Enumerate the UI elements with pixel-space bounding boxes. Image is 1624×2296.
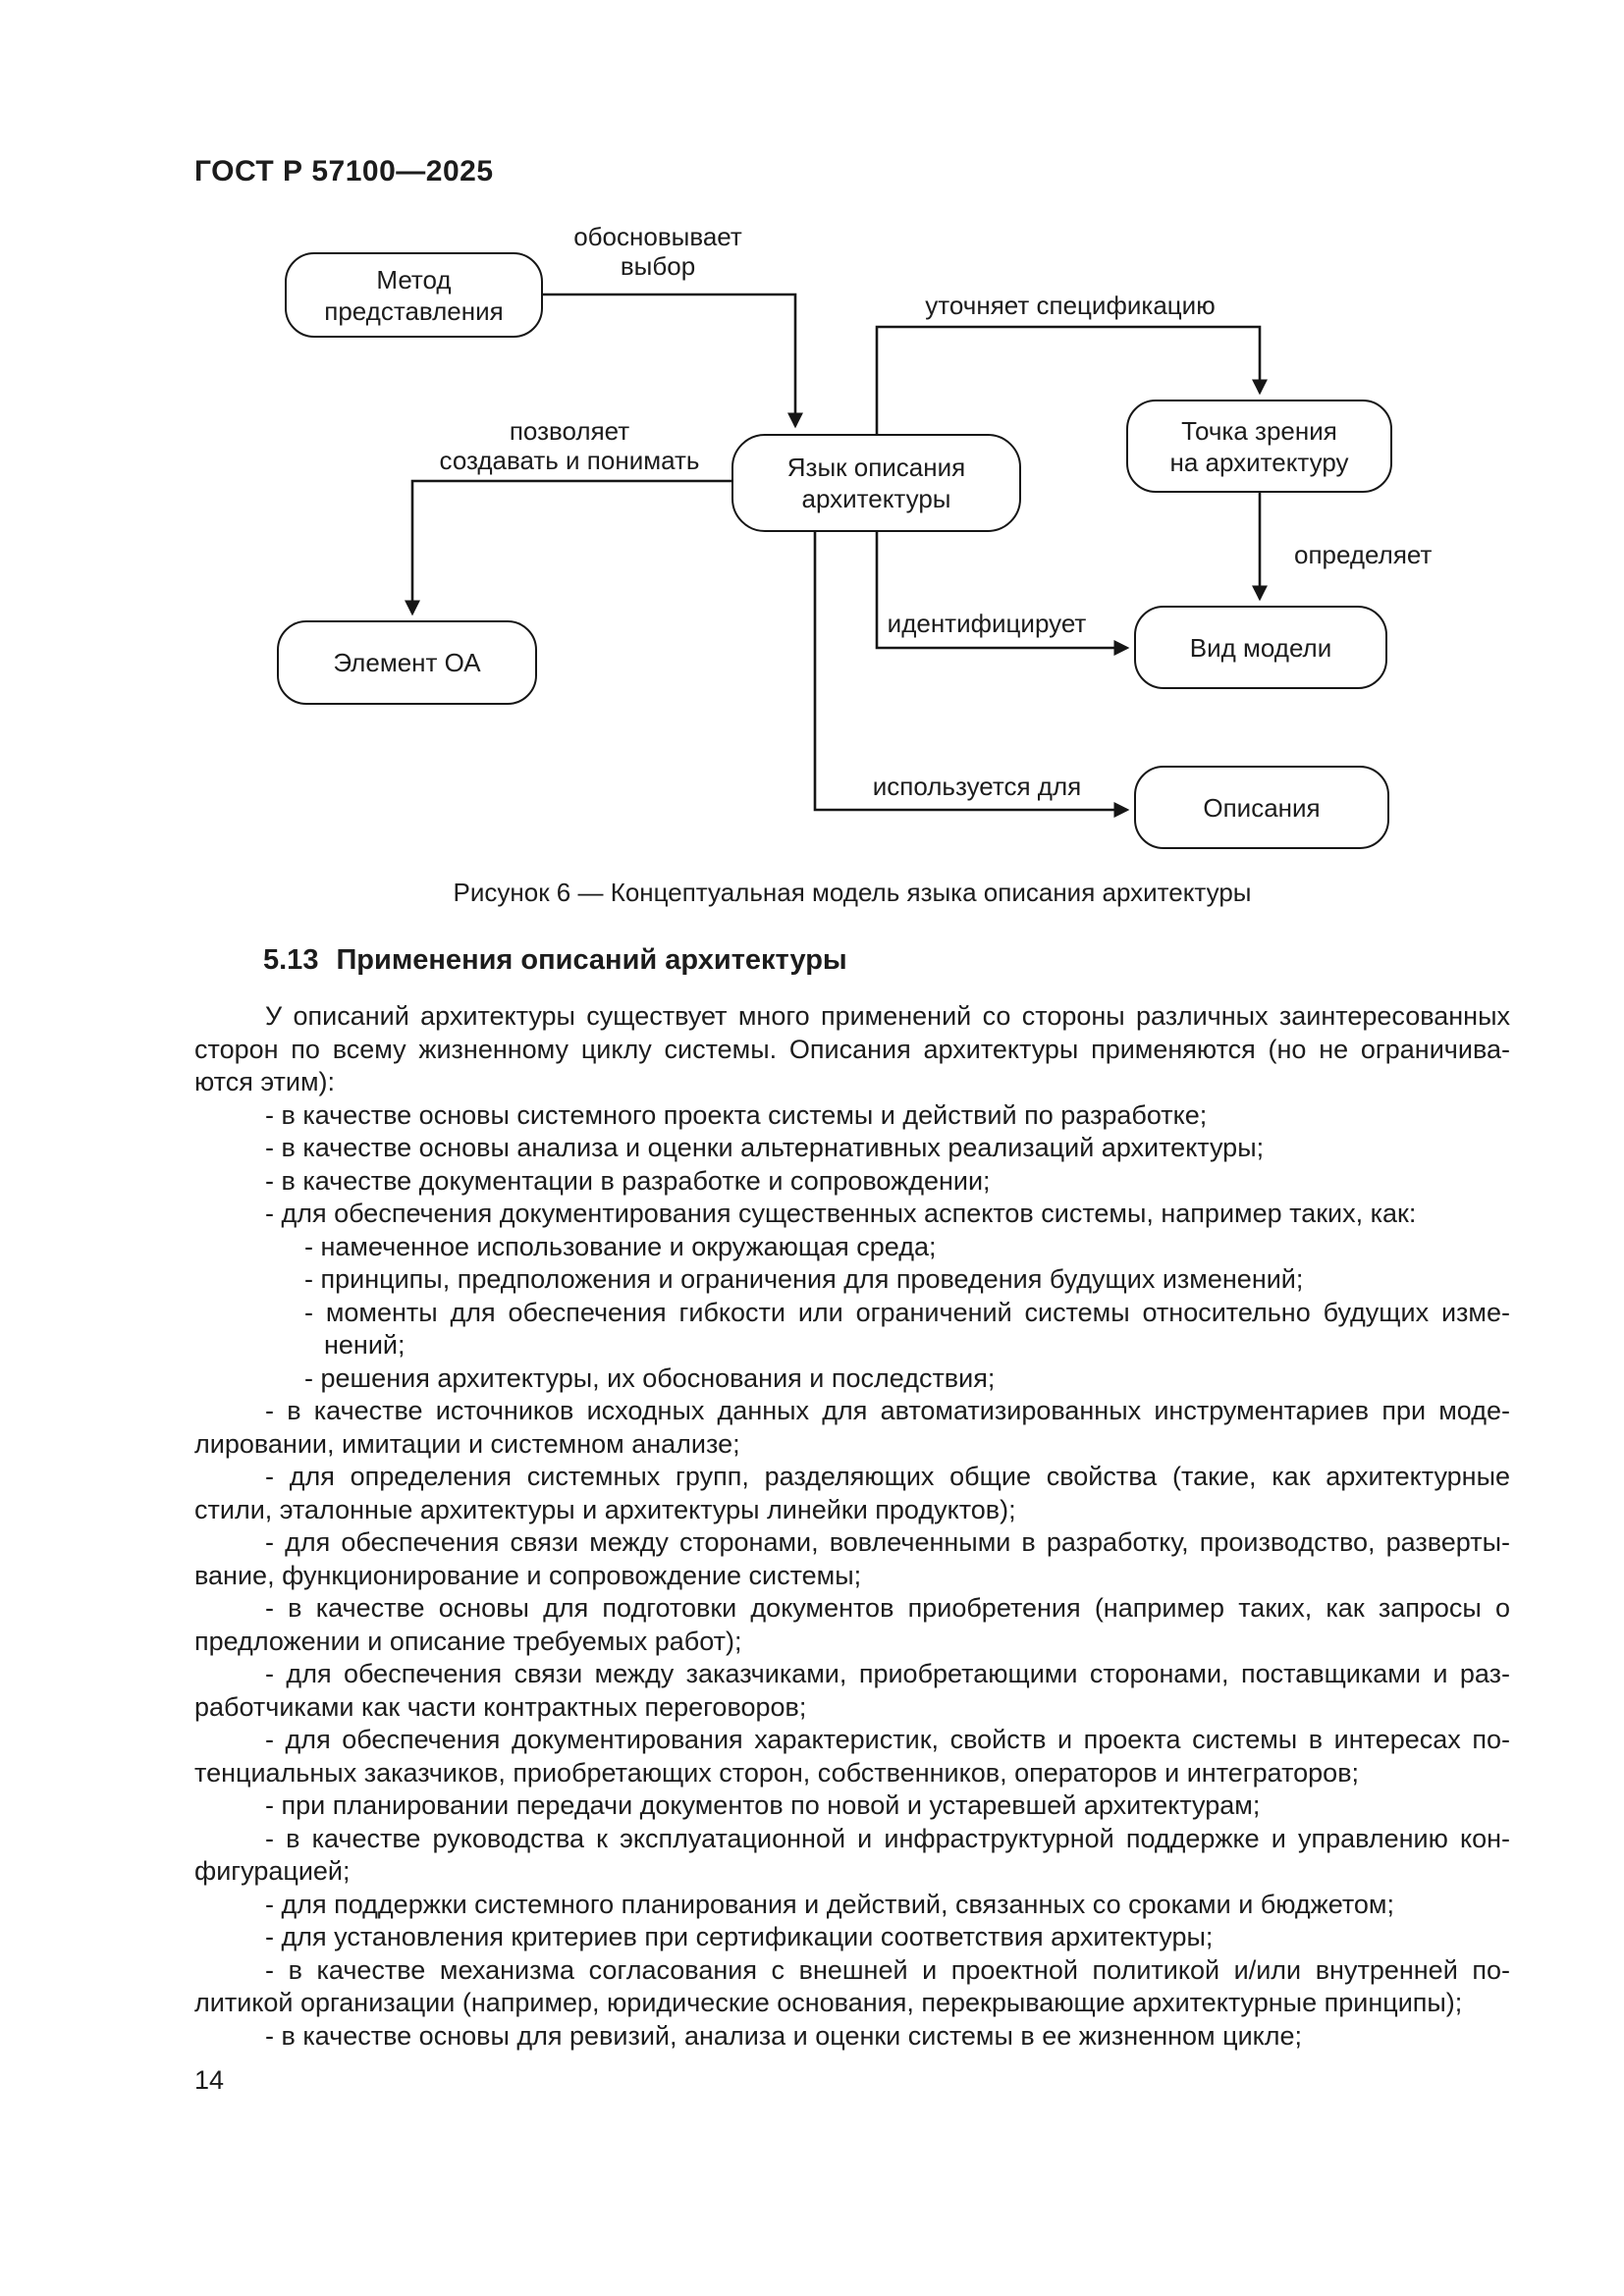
body-line: литикой организации (например, юридическ… xyxy=(194,1988,1463,2017)
body-line: тенциальных заказчиков, приобретающих ст… xyxy=(194,1757,1360,1788)
connector-used-for xyxy=(813,532,1130,819)
diagram-connector-lines xyxy=(404,293,1269,819)
section-number: 5.13 xyxy=(263,944,319,976)
node-representation-method: Метод представления xyxy=(285,252,543,338)
connector-identifies xyxy=(875,532,1130,657)
body-line: вание, функционирование и сопровождение … xyxy=(194,1560,862,1590)
body-line: ются этим): xyxy=(194,1067,336,1096)
body-line: - в качестве механизма согласования с вн… xyxy=(265,1954,1510,1985)
node-label: Точка зрения xyxy=(1181,415,1337,446)
node-label: представления xyxy=(324,295,504,326)
body-line: нений; xyxy=(324,1330,406,1360)
body-line: - принципы, предположения и ограничения … xyxy=(304,1264,1304,1294)
body-line: лировании, имитации и системном анализе; xyxy=(194,1428,740,1459)
node-architecture-description-language: Язык описания архитектуры xyxy=(731,434,1021,532)
body-text: У описаний архитектуры существует много … xyxy=(194,1000,1510,2053)
body-line: стили, эталонные архитектуры и архитекту… xyxy=(194,1494,1016,1524)
page-number: 14 xyxy=(194,2065,225,2095)
body-line: - в качестве основы для подготовки докум… xyxy=(265,1593,1510,1623)
node-label: архитектуры xyxy=(801,484,951,513)
body-line: фигурацией; xyxy=(194,1856,351,1886)
edge-label-allows-create-understand: позволяет создавать и понимать xyxy=(439,416,700,475)
section-title: Применения описаний архитектуры xyxy=(336,944,847,976)
body-line: - в качестве документации в разработке и… xyxy=(265,1165,991,1196)
body-line: - моменты для обеспечения гибкости или о… xyxy=(304,1297,1510,1327)
connector-allows-create-understand xyxy=(404,479,731,616)
edge-label-specifies: уточняет спецификацию xyxy=(925,291,1216,320)
connector-specifies xyxy=(875,325,1269,434)
node-architecture-viewpoint: Точка зрения на архитектуру xyxy=(1126,400,1392,493)
edge-label-defines: определяет xyxy=(1294,540,1433,569)
connector-justifies-choice xyxy=(543,293,804,429)
body-line: - для обеспечения документирования сущес… xyxy=(265,1199,1417,1228)
body-line: - решения архитектуры, их обоснования и … xyxy=(304,1362,996,1393)
body-line: - в качестве основы системного проекта с… xyxy=(265,1099,1208,1130)
edge-label-identifies: идентифицирует xyxy=(887,609,1087,638)
body-line: - для обеспечения документирования харак… xyxy=(265,1725,1510,1754)
body-line: работчиками как части контрактных перего… xyxy=(194,1691,807,1722)
node-label: Описания xyxy=(1203,792,1321,823)
body-line: - в качестве руководства к эксплуатацион… xyxy=(265,1823,1510,1853)
body-line: предложении и описание требуемых работ); xyxy=(194,1626,742,1656)
document-standard-code: ГОСТ Р 57100—2025 xyxy=(194,155,494,187)
figure-6-diagram: Метод представления Язык описания архите… xyxy=(0,0,1624,933)
body-line: - для поддержки системного планирования … xyxy=(265,1889,1394,1919)
body-line: - при планировании передачи документов п… xyxy=(265,1790,1261,1820)
body-line: - намеченное использование и окружающая … xyxy=(304,1231,937,1261)
node-label: Вид модели xyxy=(1189,632,1332,663)
body-line: сторон по всему жизненному циклу системы… xyxy=(194,1034,1510,1064)
body-line: - для установления критериев при сертифи… xyxy=(265,1922,1214,1951)
body-line: - для обеспечения связи между заказчикам… xyxy=(265,1659,1510,1688)
node-model-kind: Вид модели xyxy=(1134,606,1387,689)
node-label: Элемент ОА xyxy=(333,648,481,677)
edge-label-justifies-choice: обосновывает выбор xyxy=(573,222,742,281)
body-line: - для обеспечения связи между сторонами,… xyxy=(265,1527,1510,1557)
section-heading: 5.13 Применения описаний архитектуры xyxy=(263,944,847,977)
node-label: на архитектуру xyxy=(1169,447,1349,477)
node-label: Метод xyxy=(376,264,452,294)
body-line: У описаний архитектуры существует много … xyxy=(265,1001,1510,1031)
figure-caption: Рисунок 6 — Концептуальная модель языка … xyxy=(453,878,1252,907)
node-descriptions: Описания xyxy=(1134,766,1389,849)
body-line: - в качестве основы для ревизий, анализа… xyxy=(265,2020,1303,2051)
body-line: - в качестве источников исходных данных … xyxy=(265,1396,1510,1425)
body-line: - для определения системных групп, разде… xyxy=(265,1462,1510,1491)
node-label: Язык описания xyxy=(786,453,966,482)
node-ad-element: Элемент ОА xyxy=(277,620,537,705)
body-line: - в качестве основы анализа и оценки аль… xyxy=(265,1133,1265,1162)
edge-label-used-for: используется для xyxy=(872,772,1082,801)
